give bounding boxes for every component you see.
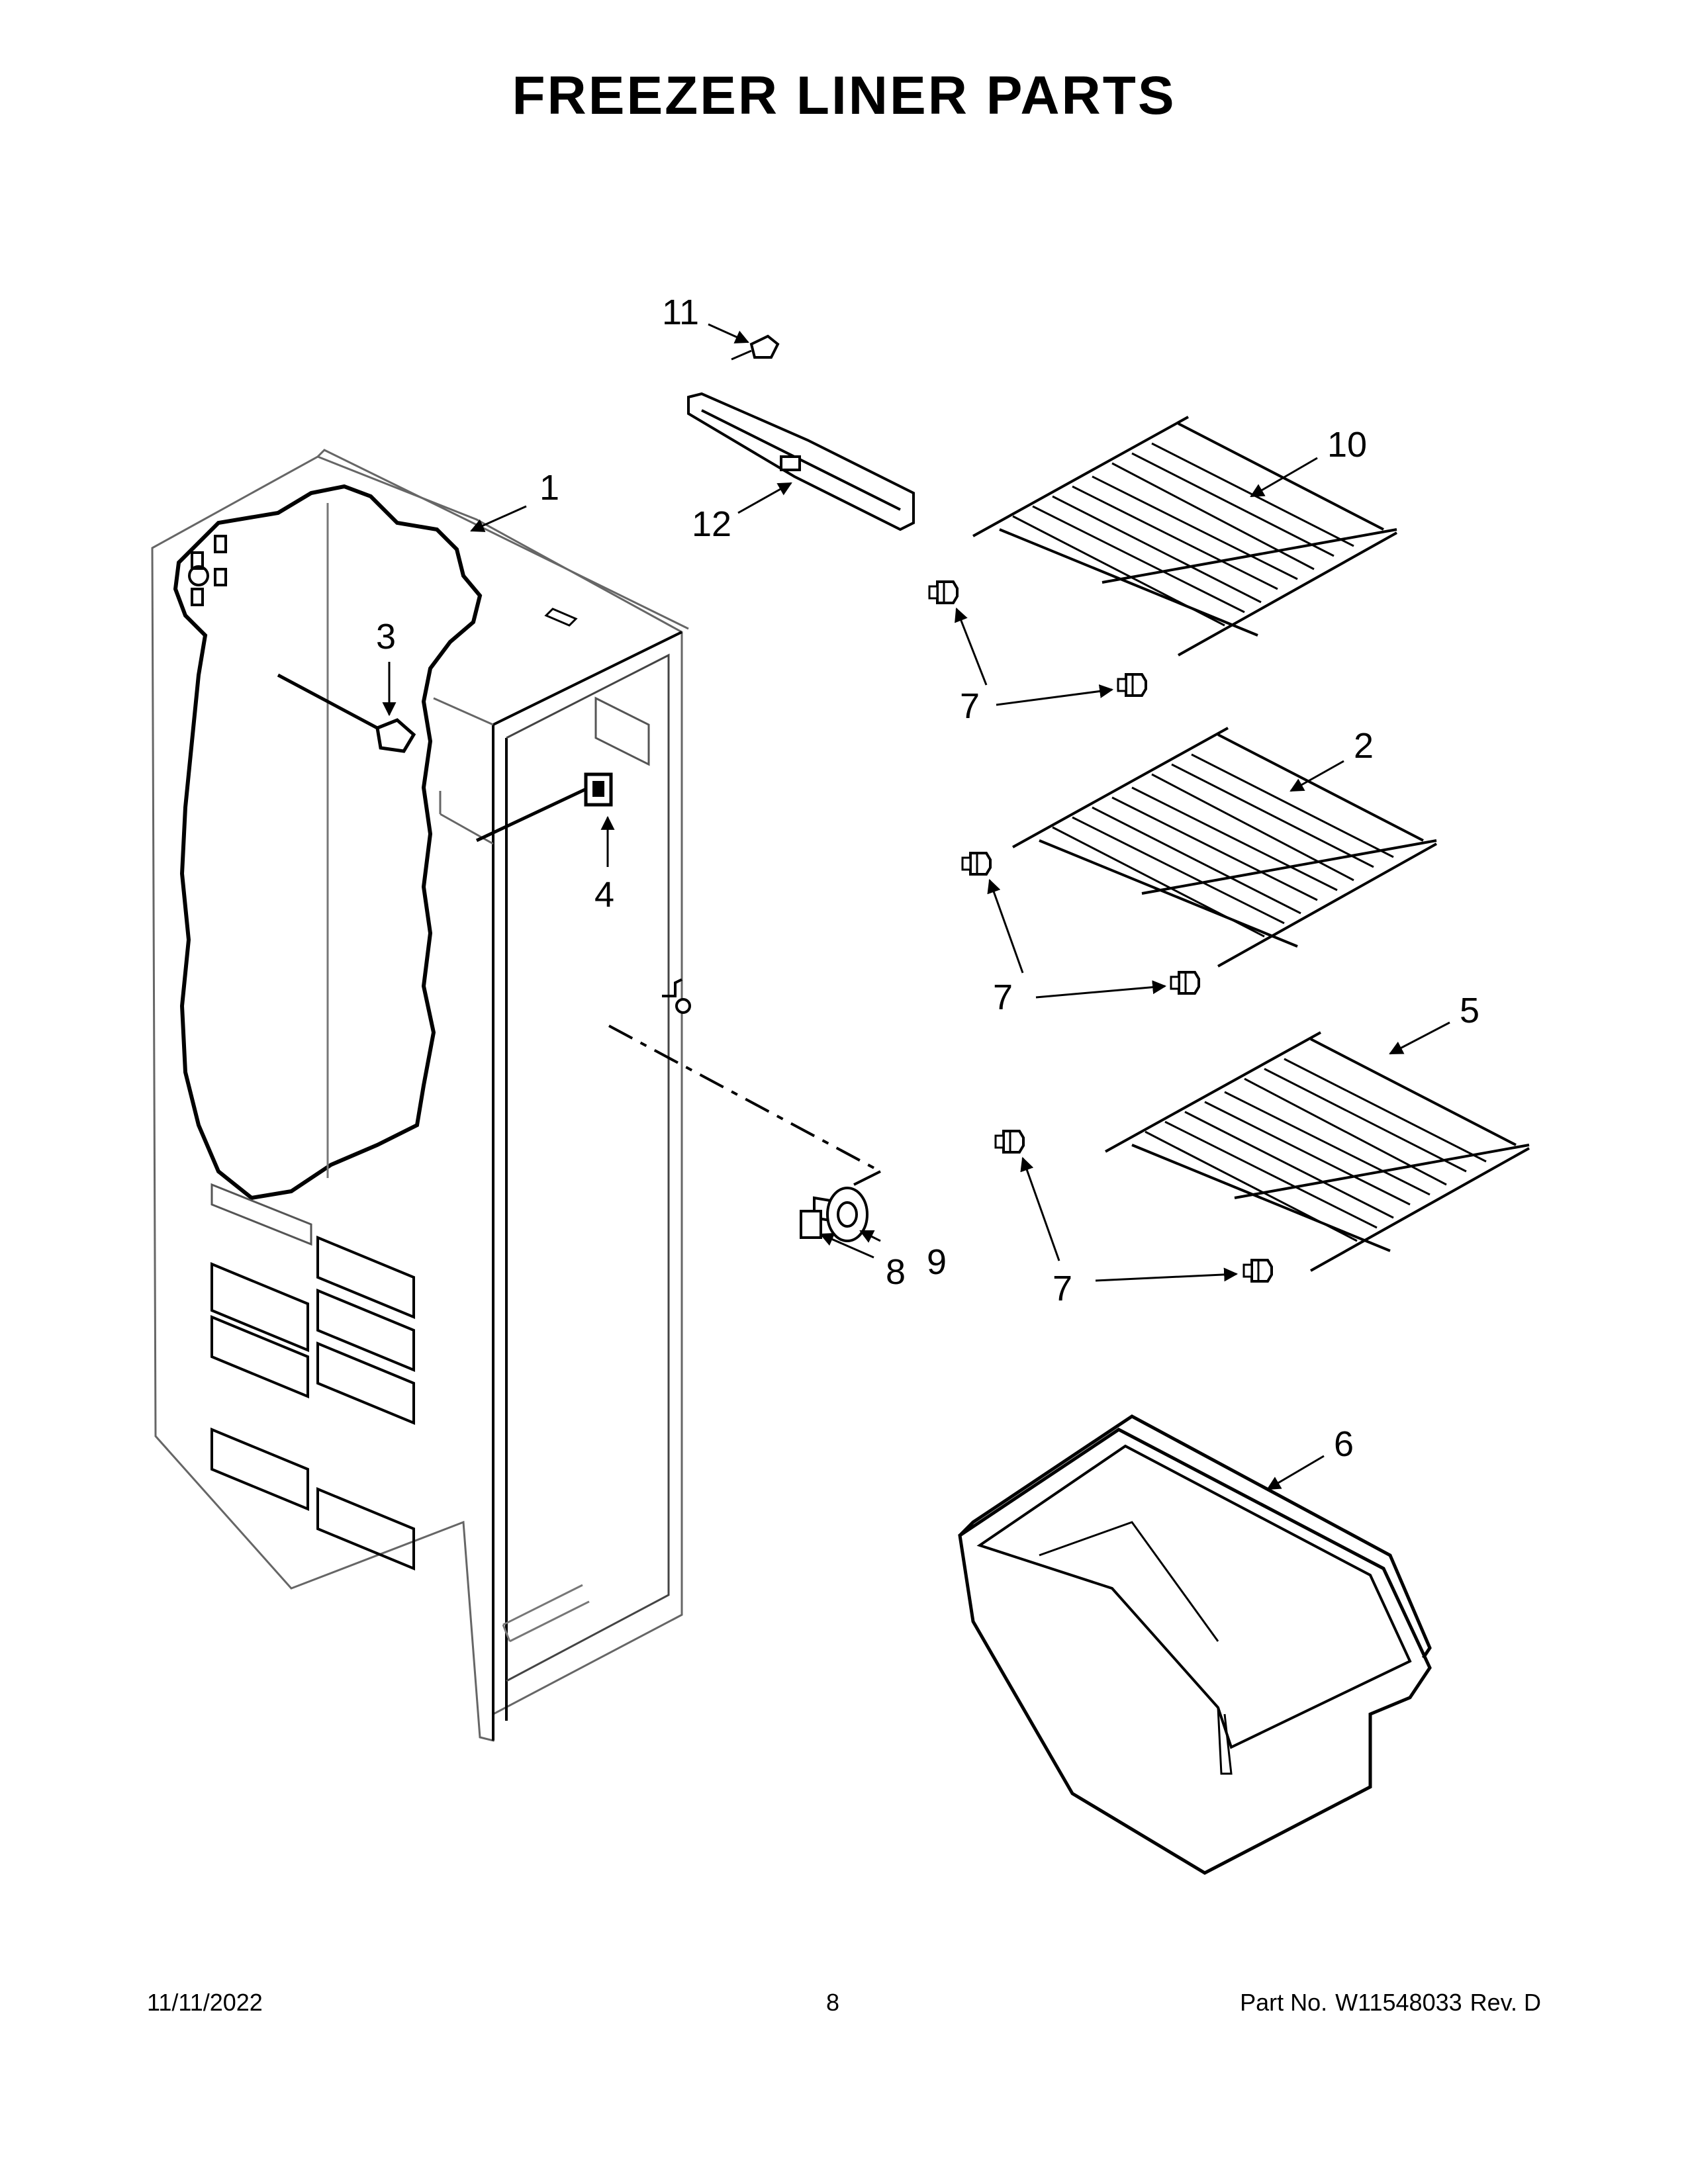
footer-part-info: Part No. W11548033 Rev. D [1232, 1989, 1541, 2017]
callout-3: 3 [376, 617, 396, 657]
callout-8: 8 [886, 1252, 906, 1292]
callout-labels: 1 2 3 4 5 6 7 7 7 7 8 9 10 11 12 [376, 293, 1479, 1464]
callout-10: 10 [1327, 425, 1367, 465]
shelf-clip [961, 852, 992, 876]
shelf-clip [994, 1130, 1025, 1154]
callout-9: 9 [927, 1242, 947, 1282]
light-socket-bracket [277, 673, 416, 753]
part-number: W11548033 [1335, 1989, 1462, 2016]
shelf-rail [687, 334, 915, 531]
shelf-clip [1170, 971, 1200, 995]
shelf-clip [1117, 673, 1147, 697]
callout-12: 12 [692, 504, 731, 544]
revision: Rev. D [1470, 1989, 1541, 2016]
freezer-liner [151, 449, 689, 1742]
footer-date: 11/11/2022 [147, 1989, 263, 2016]
callout-2: 2 [1354, 726, 1374, 766]
part-label: Part No. [1240, 1989, 1328, 2016]
callout-6: 6 [1334, 1424, 1354, 1464]
shelf-5 [1105, 1031, 1530, 1272]
shelf-clip [1243, 1259, 1273, 1283]
leader-lines [382, 323, 1450, 1490]
callout-11: 11 [662, 293, 699, 332]
shelf-clip [928, 580, 959, 604]
page-title: FREEZER LINER PARTS [512, 66, 1176, 126]
door-switch [475, 772, 613, 842]
roller-assembly [608, 978, 881, 1242]
shelf-2 [1012, 727, 1437, 968]
footer-page-number: 8 [826, 1989, 840, 2016]
callout-5: 5 [1460, 991, 1479, 1030]
callout-4: 4 [594, 875, 614, 915]
callout-7: 7 [1053, 1269, 1072, 1308]
callout-7: 7 [993, 978, 1013, 1017]
callout-7: 7 [960, 686, 980, 726]
freezer-bin [958, 1414, 1432, 1875]
callout-1: 1 [539, 468, 559, 508]
